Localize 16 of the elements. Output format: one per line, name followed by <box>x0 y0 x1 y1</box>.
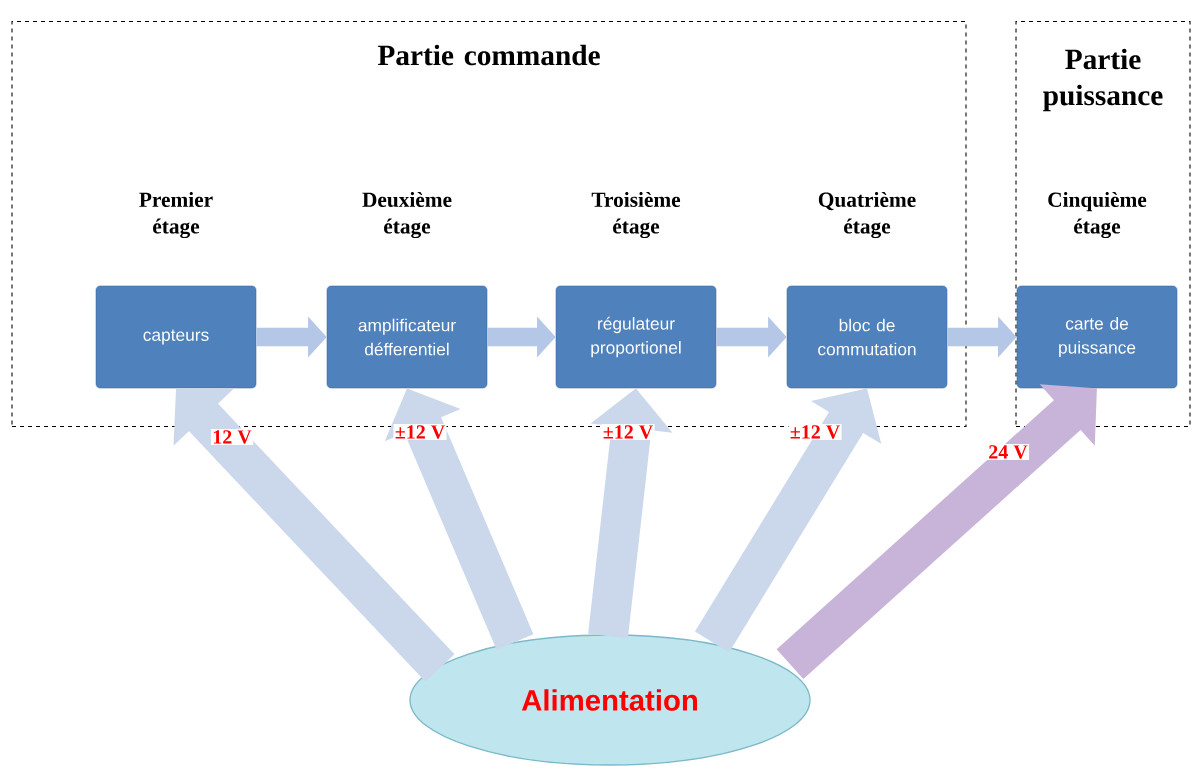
process-box: amplificateur défferentiel <box>326 285 488 389</box>
stage-heading: Troisième étage <box>591 191 681 239</box>
voltage-label: ±12 V <box>788 423 842 441</box>
process-box: régulateur proportionel <box>555 285 717 389</box>
group-heading: Partie puissance <box>1043 48 1163 112</box>
arrow <box>173 388 455 682</box>
process-box: capteurs <box>95 285 257 389</box>
stage-heading: Cinquième étage <box>1048 191 1147 239</box>
stage-heading: Quatrième étage <box>818 191 916 239</box>
voltage-label: 24 V <box>986 443 1030 461</box>
arrow <box>776 384 1097 679</box>
group-heading: Partie commande <box>377 44 600 66</box>
process-box: carte de puissance <box>1016 285 1178 389</box>
stage-heading: Deuxième étage <box>362 191 452 239</box>
stage-heading: Premier étage <box>139 191 213 239</box>
process-box: bloc de commutation <box>786 285 948 389</box>
